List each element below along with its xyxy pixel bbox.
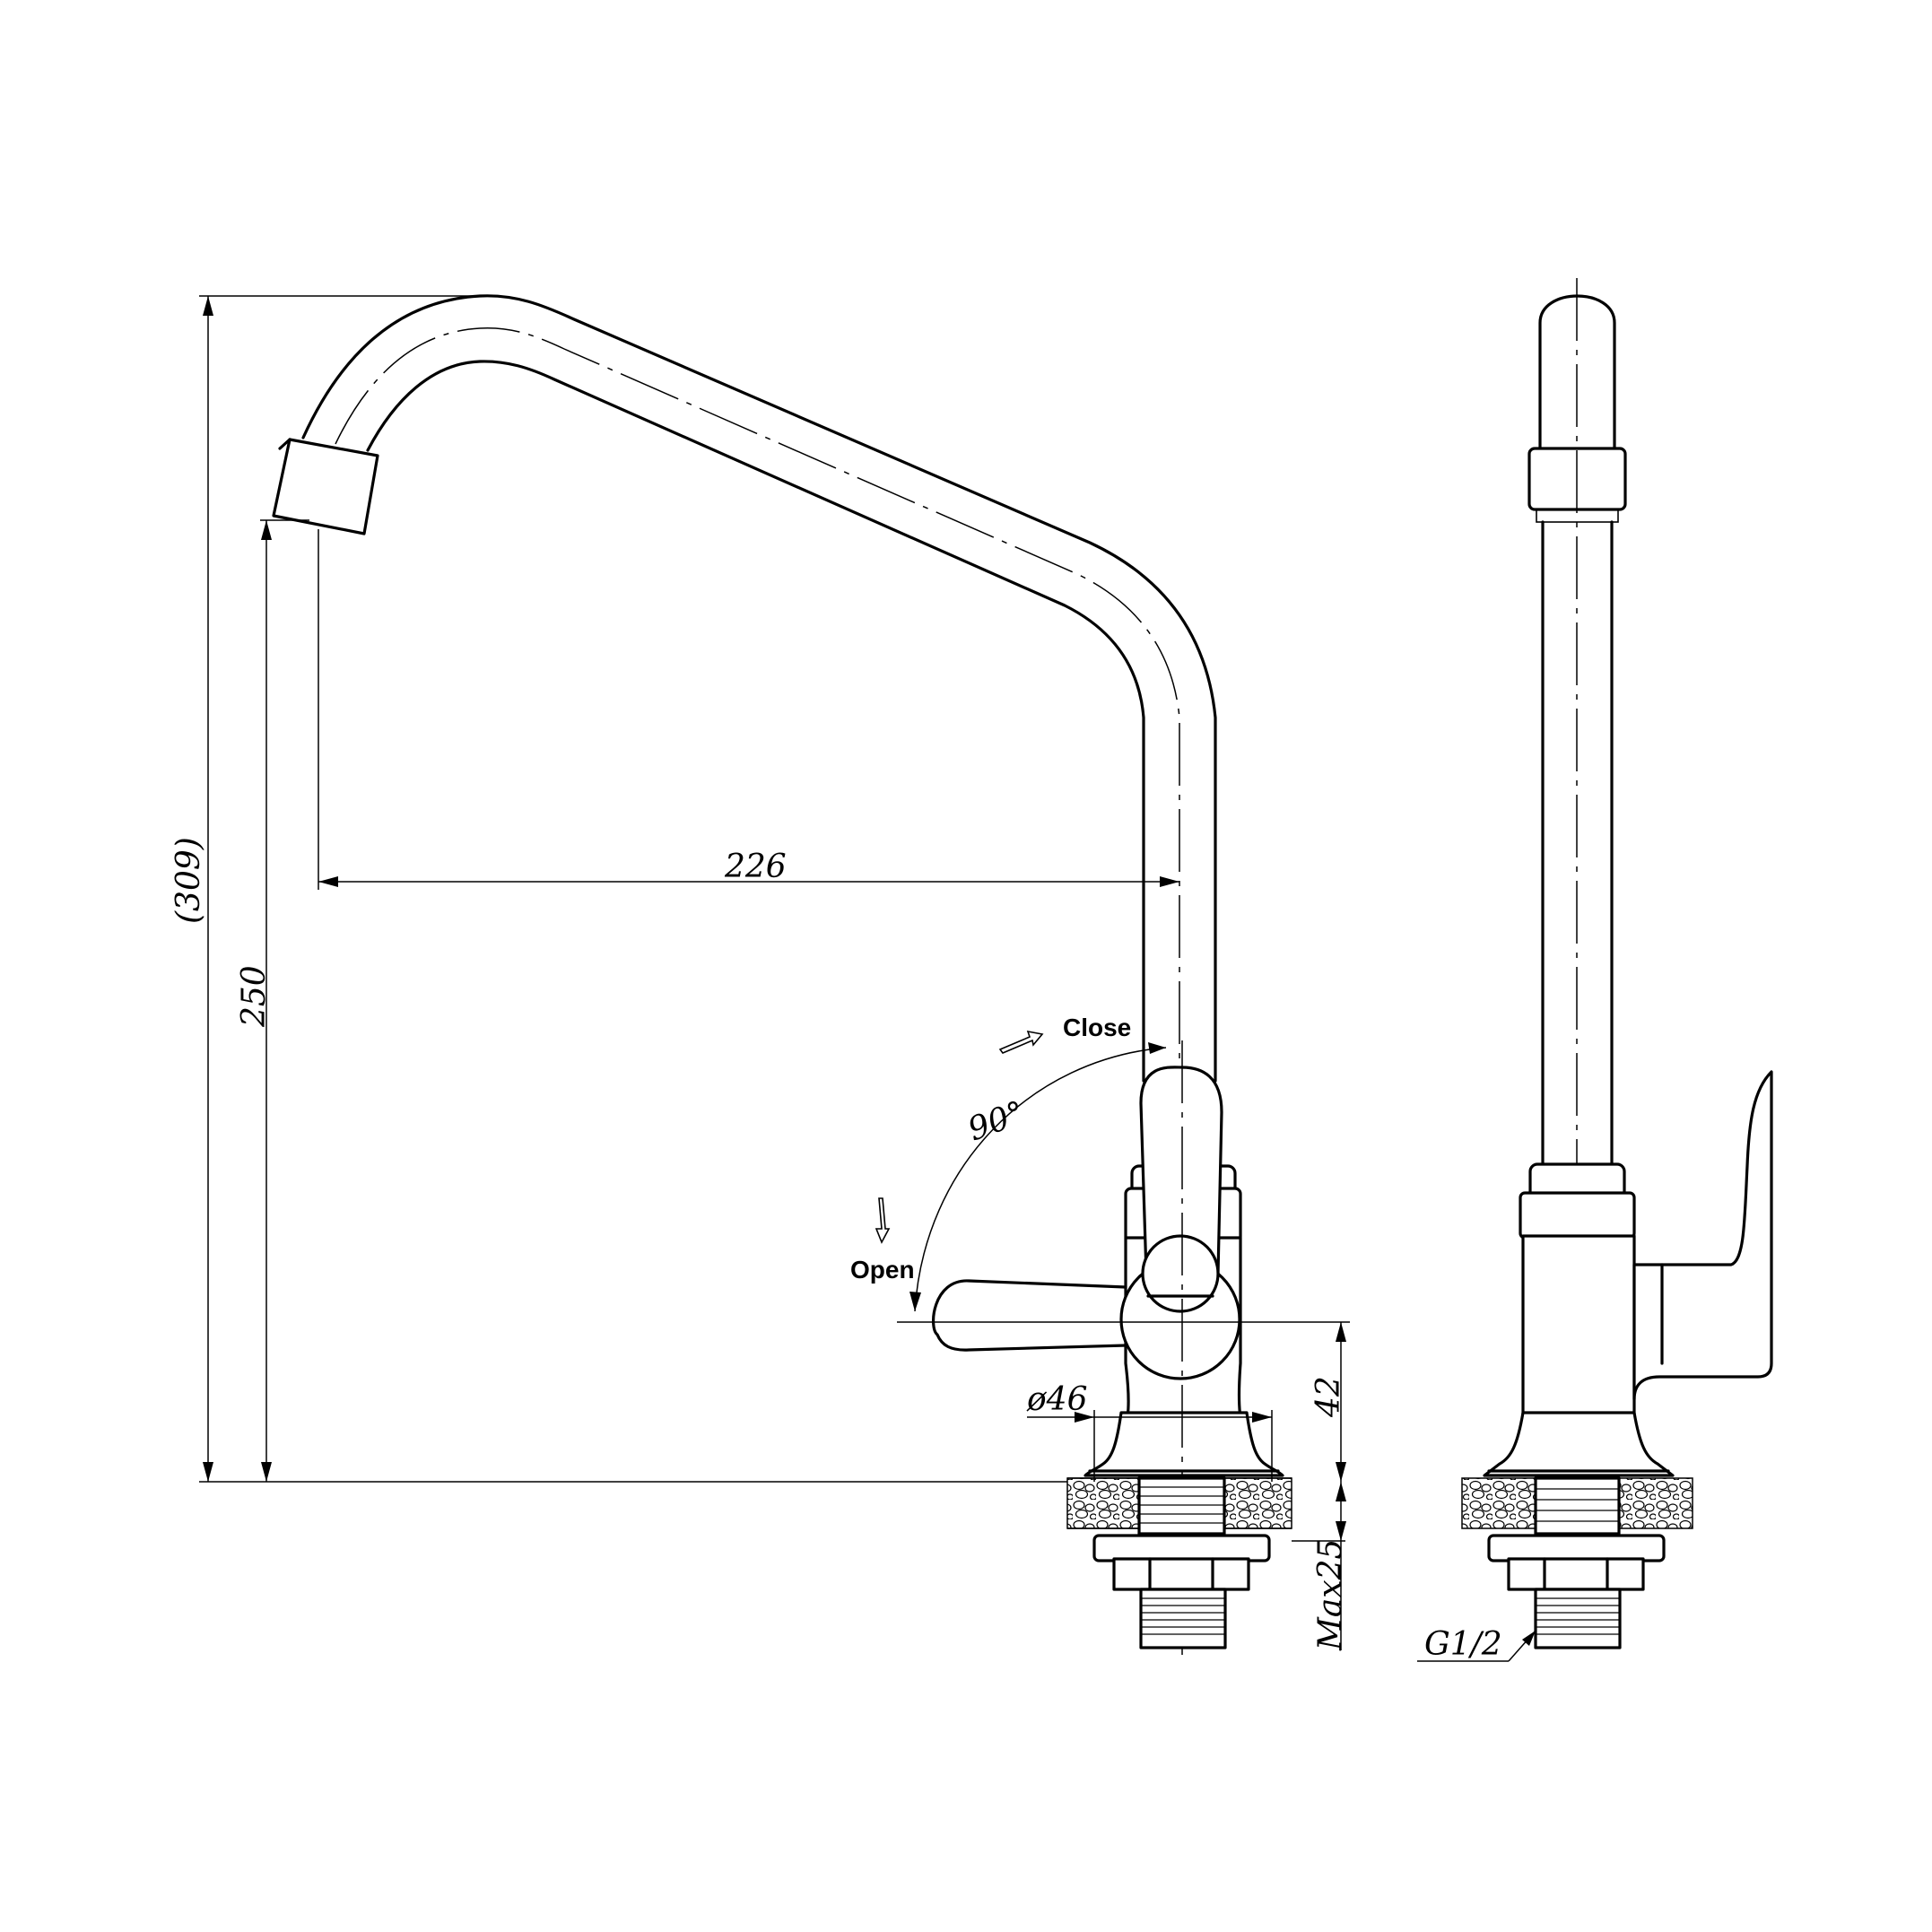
dim-handle-height: 42 bbox=[897, 1321, 1350, 1482]
side-view: G1/2 bbox=[1417, 278, 1773, 1663]
aerator-nozzle bbox=[272, 438, 379, 535]
svg-text:(309): (309) bbox=[170, 837, 207, 924]
dim-max-thickness: Max25 bbox=[1292, 1482, 1349, 1651]
svg-text:42: 42 bbox=[1310, 1376, 1347, 1418]
thread-callout: G1/2 bbox=[1417, 1626, 1536, 1663]
svg-text:Max25: Max25 bbox=[1312, 1539, 1349, 1651]
handle-open-position bbox=[931, 1279, 1127, 1352]
close-label: Close bbox=[1063, 1014, 1131, 1041]
open-arrow-icon bbox=[875, 1197, 891, 1244]
dim-overall-height: (309) bbox=[170, 295, 1067, 1483]
base-flare bbox=[1083, 1411, 1284, 1477]
side-lever-handle bbox=[1632, 1070, 1773, 1401]
dim-spout-reach: 226 bbox=[318, 529, 1179, 890]
connection-thread bbox=[1139, 1588, 1227, 1649]
angle-label: 90° bbox=[963, 1094, 1030, 1148]
svg-text:G1/2: G1/2 bbox=[1424, 1626, 1502, 1663]
svg-text:226: 226 bbox=[724, 849, 787, 885]
fixing-nut bbox=[1092, 1534, 1271, 1591]
svg-text:250: 250 bbox=[236, 965, 273, 1028]
threaded-shank bbox=[1137, 1476, 1226, 1536]
svg-text:ø46: ø46 bbox=[1026, 1381, 1087, 1418]
front-view: Close Open 90° (309) 250 226 bbox=[170, 294, 1350, 1655]
dim-base-diameter: ø46 bbox=[1026, 1381, 1273, 1482]
rotation-arc bbox=[914, 1047, 1167, 1312]
lever-handle bbox=[1139, 1066, 1223, 1275]
close-arrow-icon bbox=[998, 1030, 1044, 1054]
open-label: Open bbox=[850, 1256, 915, 1284]
dim-spout-height: 250 bbox=[236, 519, 309, 1482]
spout-tube bbox=[301, 294, 1217, 1083]
